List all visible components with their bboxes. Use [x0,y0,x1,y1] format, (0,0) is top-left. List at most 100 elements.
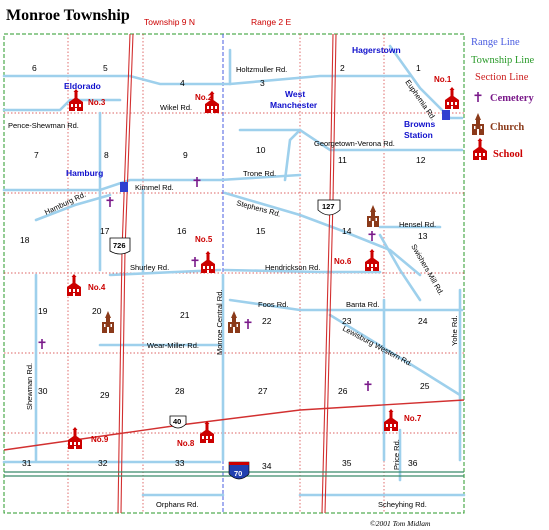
section-25: 25 [420,381,430,391]
label-pence-shewman-rd: Pence-Shewman Rd. [8,121,79,130]
cemetery-icon [193,177,201,187]
label-lewisburg-western-rd: Lewisburg Western Rd. [341,324,414,368]
section-32: 32 [98,458,108,468]
copyright-credit: ©2001 Tom Midlam [370,519,431,528]
section-21: 21 [180,310,190,320]
sr-726-shield: 726 [109,237,131,255]
label-georgetown-verona-rd: Georgetown-Verona Rd. [314,139,395,148]
section-12: 12 [416,155,426,165]
section-5: 5 [103,63,108,73]
hamburg-block [120,182,128,192]
section-6: 6 [32,63,37,73]
legend-school-icon [473,138,487,160]
town-eldorado: Eldorado [64,81,101,91]
school-no8: No.8 [177,439,195,448]
label-holtzmuller-rd: Holtzmuller Rd. [236,65,287,74]
section-17: 17 [100,226,110,236]
school-icon [365,249,379,271]
i-70-shield: 70 [228,461,250,480]
label-orphans-rd: Orphans Rd. [156,500,199,509]
range-header: Range 2 E [251,17,291,27]
school-no1: No.1 [434,75,452,84]
section-16: 16 [177,226,187,236]
label-banta-rd: Banta Rd. [346,300,379,309]
section-19: 19 [38,306,48,316]
cemetery-icon [244,319,252,329]
us-40-label: 40 [173,417,181,426]
legend-church-icon [472,113,484,135]
section-4: 4 [180,78,185,88]
section-9: 9 [183,150,188,160]
cemetery-icon [191,257,199,267]
label-shurley-rd: Shurley Rd. [130,263,169,272]
cemetery-icon [106,197,114,207]
section-33: 33 [175,458,185,468]
section-15: 15 [256,226,266,236]
school-no5: No.5 [195,235,213,244]
school-icon [384,409,398,431]
us-127-shield: 127 [317,199,341,216]
section-7: 7 [34,150,39,160]
legend-school: School [493,149,523,160]
section-24: 24 [418,316,428,326]
school-icon [67,274,81,296]
section-3: 3 [260,78,265,88]
legend-cemetery-icon [474,92,482,102]
section-31: 31 [22,458,32,468]
section-20: 20 [92,306,102,316]
church-icon [228,311,240,333]
label-hensel-rd: Hensel Rd. [399,220,436,229]
label-foos-rd: Foos Rd. [258,300,288,309]
church-icon [367,205,379,227]
section-8: 8 [104,150,109,160]
section-14: 14 [342,226,352,236]
legend-township-line: Township Line [471,55,534,66]
school-icon [68,427,82,449]
town-hagerstown: Hagerstown [352,45,401,55]
section-35: 35 [342,458,352,468]
label-wear-miller-rd: Wear-Miller Rd. [147,341,199,350]
label-trone-rd: Trone Rd. [243,169,276,178]
sr-726-label: 726 [113,241,126,250]
school-no6: No.6 [334,257,352,266]
us-40-shield: 40 [169,415,187,429]
label-stephens-rd: Stephens Rd. [235,198,281,218]
town-hamburg: Hamburg [66,168,103,178]
label-scheyhing-rd: Scheyhing Rd. [378,500,427,509]
us-40-road [3,399,465,451]
church-icon [102,311,114,333]
section-23: 23 [342,316,352,326]
township-header: Township 9 N [144,17,195,27]
section-13: 13 [418,231,428,241]
i-70-label: 70 [234,469,242,478]
us-127-label: 127 [322,202,335,211]
section-30: 30 [38,386,48,396]
label-price-rd: Price Rd. [392,439,401,470]
label-wikel-rd: Wikel Rd. [160,103,192,112]
section-36: 36 [408,458,418,468]
section-29: 29 [100,390,110,400]
section-numbers: 6 5 4 3 2 1 7 8 9 10 11 12 18 17 16 15 1… [20,63,430,471]
section-28: 28 [175,386,185,396]
legend: Range Line Township Line Section Line Ce… [471,37,534,160]
map-title: Monroe Township [6,7,130,24]
school-no9: No.9 [91,435,109,444]
cemetery-icon [364,381,372,391]
section-18: 18 [20,235,30,245]
section-10: 10 [256,145,266,155]
label-hendrickson-rd: Hendrickson Rd. [265,263,320,272]
cemetery-icon [38,339,46,349]
township-boundary [3,33,465,514]
label-shewman-rd: Shewman Rd. [25,363,34,410]
label-kimmel-rd: Kimmel Rd. [135,183,174,192]
section-22: 22 [262,316,272,326]
legend-range-line: Range Line [471,37,520,48]
section-26: 26 [338,386,348,396]
town-west-manchester-line2: Manchester [270,100,318,110]
school-no4: No.4 [88,283,106,292]
town-browns-station-line2: Station [404,130,433,140]
section-1: 1 [416,63,421,73]
section-27: 27 [258,386,268,396]
section-2: 2 [340,63,345,73]
